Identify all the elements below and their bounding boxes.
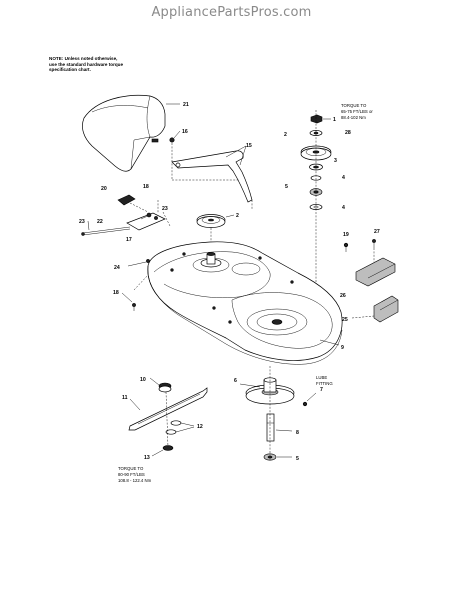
- callout-28: 28: [345, 130, 351, 136]
- callout-24: 24: [114, 265, 120, 271]
- callout-18-bottom: 18: [113, 290, 119, 296]
- callout-15: 15: [246, 143, 252, 149]
- discharge-chute[interactable]: [82, 95, 166, 172]
- note-line-3: specification chart.: [49, 67, 91, 73]
- callout-9-deck: 9: [341, 345, 344, 351]
- bracket-26-lower[interactable]: [373, 295, 399, 323]
- callout-20: 20: [101, 186, 107, 192]
- callout-4-bottom: 4: [342, 205, 345, 211]
- callout-10: 10: [140, 377, 146, 383]
- pulley-2-deck[interactable]: [196, 214, 226, 228]
- callout-16: 16: [182, 129, 188, 135]
- belt-guide-bracket[interactable]: [171, 150, 253, 203]
- torque-top-line-1: TORQUE TO: [341, 103, 367, 108]
- idler-bracket[interactable]: [81, 194, 166, 236]
- screw-18[interactable]: [132, 303, 136, 311]
- callout-8: 8: [296, 430, 299, 436]
- callout-26-upper: 26: [340, 293, 346, 299]
- callout-4-top: 4: [342, 175, 345, 181]
- torque-bottom-line-3: 108.8 - 122.4 Nm: [118, 478, 152, 483]
- callout-25: 25: [342, 317, 348, 323]
- mower-blade[interactable]: [128, 387, 208, 431]
- callout-13: 13: [144, 455, 150, 461]
- callout-23-left: 23: [79, 219, 85, 225]
- blade-washers-12[interactable]: [165, 420, 182, 435]
- callout-21: 21: [183, 102, 189, 108]
- note-line-1: NOTE: Unless noted otherwise,: [49, 56, 118, 61]
- watermark: AppliancePartsPros.com: [151, 5, 312, 20]
- blade-nut-10[interactable]: [158, 382, 172, 393]
- bolt-16[interactable]: [169, 137, 175, 143]
- callout-11: 11: [122, 395, 128, 401]
- note-line-2: use the standard hardware torque: [49, 61, 124, 67]
- callout-3: 3: [334, 158, 337, 164]
- bolt-19[interactable]: [343, 242, 349, 252]
- lube-line-1: LUBE: [316, 375, 327, 380]
- lube-fitting-7[interactable]: [302, 401, 308, 407]
- callout-1: 1: [333, 117, 336, 123]
- lube-line-2: FITTING: [316, 381, 333, 386]
- torque-bottom-line-1: TORQUE TO: [118, 466, 144, 471]
- torque-top-line-3: 88.4-102 Nm: [341, 115, 366, 120]
- callout-19: 19: [343, 232, 349, 238]
- callout-5-bottom: 5: [296, 456, 299, 462]
- spindle-shaft-8[interactable]: [266, 413, 275, 442]
- callout-2-top: 2: [284, 132, 287, 138]
- callout-18-top: 18: [143, 184, 149, 190]
- callout-12: 12: [197, 424, 203, 430]
- callout-23-right: 23: [162, 206, 168, 212]
- callout-2-deck: 2: [236, 213, 239, 219]
- screw-24[interactable]: [146, 259, 150, 263]
- bolt-13[interactable]: [162, 445, 174, 451]
- note-text: NOTE: Unless noted otherwise, use the st…: [49, 56, 123, 73]
- bolt-27[interactable]: [372, 239, 376, 248]
- mower-deck[interactable]: [147, 241, 343, 365]
- bracket-26-upper[interactable]: [355, 257, 396, 287]
- callout-7: 7: [320, 387, 323, 393]
- bearing-5[interactable]: [263, 453, 277, 461]
- callout-6: 6: [234, 378, 237, 384]
- callout-5-top: 5: [285, 184, 288, 190]
- callout-22: 22: [97, 219, 103, 225]
- callout-27: 27: [374, 229, 380, 235]
- torque-bottom-line-2: 80-90 FT/LBS: [118, 472, 145, 477]
- torque-top-line-2: 65-75 FT/LBS or: [341, 109, 373, 114]
- callout-17: 17: [126, 237, 132, 243]
